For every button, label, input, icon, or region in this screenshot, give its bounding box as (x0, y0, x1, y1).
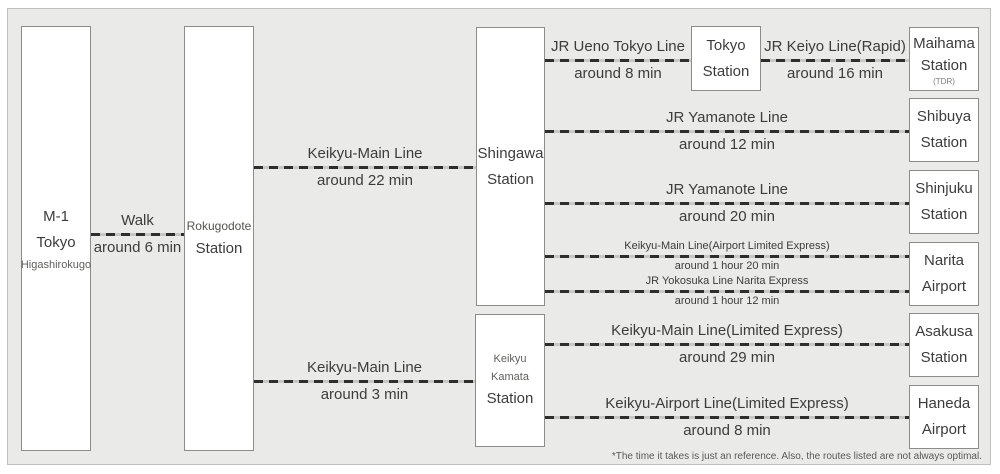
station-name: Shingawa (477, 144, 544, 162)
footnote: *The time it takes is just an reference.… (611, 451, 982, 462)
edge-tokyo-maihama: JR Keiyo Line(Rapid) around 16 min (761, 35, 909, 86)
station-suffix: Station (920, 134, 968, 151)
station-box-maihama: Maihama Station (TDR) (909, 27, 979, 91)
dashed-route-line (545, 416, 909, 419)
dashed-route-line (545, 59, 691, 62)
edge-label: JR Yamanote Line (665, 181, 789, 198)
edge-kamata-haneda: Keikyu-Airport Line(Limited Express) aro… (545, 392, 909, 443)
origin-box-m1-tokyo: M-1 Tokyo Higashirokugo (21, 26, 91, 451)
edge-label: JR Yokosuka Line Narita Express (645, 275, 809, 287)
station-box-rokugodote: Rokugodote Station (184, 26, 254, 451)
station-box-haneda: Haneda Airport (909, 385, 979, 449)
station-suffix: Station (195, 239, 243, 257)
station-suffix: Station (920, 56, 968, 74)
station-suffix: Station (920, 206, 968, 223)
station-name: Rokugodote (186, 218, 252, 233)
edge-duration: around 6 min (93, 239, 182, 256)
edge-duration: around 20 min (679, 208, 775, 225)
edge-duration: around 1 hour 20 min (674, 260, 780, 272)
station-suffix: Station (702, 62, 750, 80)
edge-label: Keikyu-Main Line(Limited Express) (611, 322, 843, 339)
station-name: Haneda (917, 395, 971, 412)
edge-label: Keikyu-Main Line(Airport Limited Express… (624, 240, 830, 252)
dashed-route-line (254, 380, 475, 383)
edge-shingawa-tokyo: JR Ueno Tokyo Line around 8 min (545, 35, 691, 86)
edge-walk: Walk around 6 min (91, 209, 184, 260)
station-box-shibuya: Shibuya Station (909, 98, 979, 162)
station-box-tokyo: Tokyo Station (691, 26, 761, 91)
edge-duration: around 3 min (320, 386, 409, 403)
dashed-route-line (254, 166, 476, 169)
edge-label: JR Keiyo Line(Rapid) (764, 38, 906, 55)
dashed-route-line (91, 233, 184, 236)
edge-label: JR Yamanote Line (665, 109, 789, 126)
edge-kamata-asakusa: Keikyu-Main Line(Limited Express) around… (545, 319, 909, 370)
dashed-route-line (545, 202, 909, 205)
station-name: Keikyu Kamata (491, 352, 529, 383)
edge-label: JR Ueno Tokyo Line (551, 38, 685, 55)
edge-rokugodote-shingawa: Keikyu-Main Line around 22 min (254, 142, 476, 193)
edge-duration: around 12 min (679, 136, 775, 153)
edge-duration: around 29 min (679, 349, 775, 366)
edge-label: Keikyu-Airport Line(Limited Express) (605, 395, 849, 412)
edge-shingawa-shinjuku: JR Yamanote Line around 20 min (545, 178, 909, 229)
station-box-shinjuku: Shinjuku Station (909, 170, 979, 234)
edge-shingawa-shibuya: JR Yamanote Line around 12 min (545, 106, 909, 157)
dashed-route-line (761, 59, 909, 62)
edge-label: Walk (121, 212, 154, 229)
edge-shingawa-narita-keikyu: Keikyu-Main Line(Airport Limited Express… (545, 238, 909, 275)
origin-subname: Higashirokugo (20, 258, 92, 271)
diagram-panel: M-1 Tokyo Higashirokugo Walk around 6 mi… (7, 8, 991, 465)
station-suffix: Station (487, 170, 534, 188)
dashed-route-line (545, 290, 909, 293)
edge-rokugodote-kamata: Keikyu-Main Line around 3 min (254, 356, 475, 407)
edge-duration: around 22 min (317, 172, 413, 189)
station-name: Narita (923, 252, 964, 269)
dashed-route-line (545, 130, 909, 133)
station-box-keikyu-kamata: Keikyu Kamata Station (475, 314, 545, 447)
edge-duration: around 8 min (574, 65, 662, 82)
station-box-asakusa: Asakusa Station (909, 313, 979, 377)
edge-duration: around 8 min (683, 422, 771, 439)
station-name: Shibuya (916, 108, 972, 125)
station-box-shingawa: Shingawa Station (476, 27, 545, 306)
station-suffix: Station (920, 349, 968, 366)
station-name: Shinjuku (915, 180, 973, 197)
station-box-narita: Narita Airport (909, 242, 979, 306)
dashed-route-line (545, 255, 909, 258)
edge-label: Keikyu-Main Line (307, 145, 423, 162)
station-name: Tokyo (706, 36, 746, 54)
edge-label: Keikyu-Main Line (306, 359, 423, 376)
station-suffix: Airport (921, 421, 967, 438)
station-suffix: Airport (921, 278, 967, 295)
edge-duration: around 1 hour 12 min (674, 295, 780, 307)
station-suffix: Station (486, 389, 534, 407)
station-note: (TDR) (933, 76, 955, 86)
station-name: Asakusa (915, 323, 973, 340)
origin-name: M-1 Tokyo (36, 207, 76, 251)
station-name: Maihama (913, 34, 975, 52)
dashed-route-line (545, 343, 909, 346)
edge-shingawa-narita-jr: JR Yokosuka Line Narita Express around 1… (545, 273, 909, 310)
edge-duration: around 16 min (787, 65, 883, 82)
